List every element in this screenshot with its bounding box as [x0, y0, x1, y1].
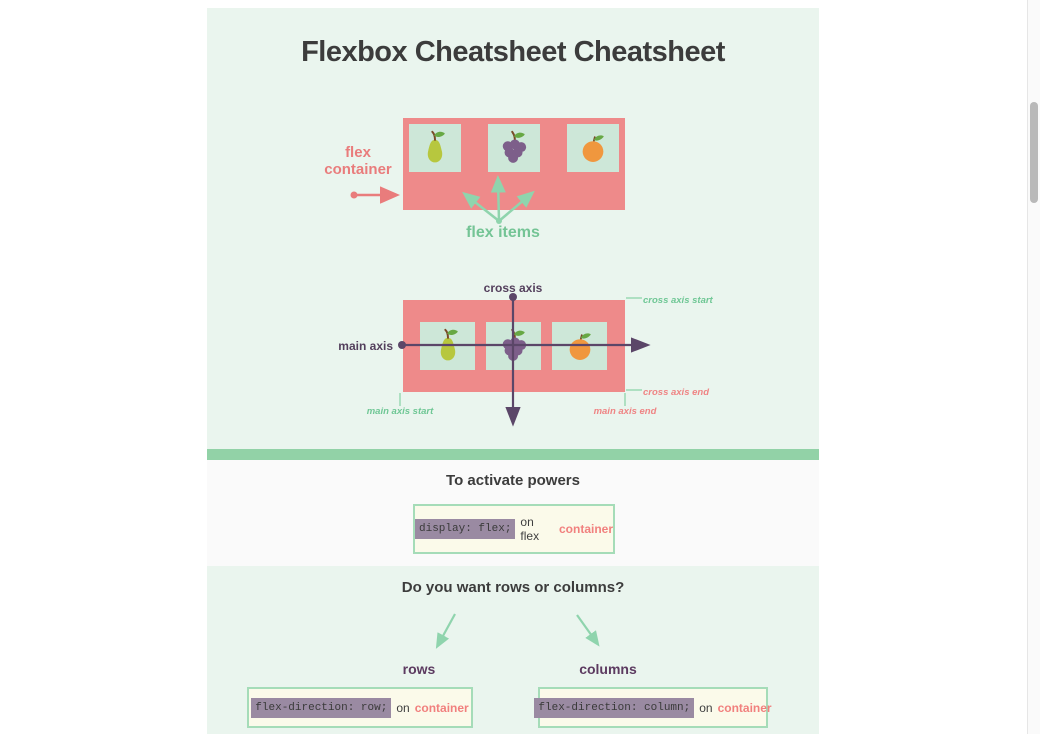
- hero-section: Flexbox Cheatsheet Cheatsheet: [207, 8, 819, 449]
- flex-direction-column-code: flex-direction: column;: [534, 697, 695, 718]
- cross-axis-start-label: cross axis start: [643, 295, 713, 306]
- orange-icon: [582, 135, 604, 162]
- pear-icon: [440, 328, 458, 361]
- page-edge-divider: [1027, 0, 1028, 734]
- columns-arrow: [576, 614, 600, 647]
- main-axis-end-label: main axis end: [593, 406, 657, 417]
- cross-axis-end-label: cross axis end: [643, 387, 710, 398]
- columns-label: columns: [579, 661, 637, 677]
- section-divider-bar: [207, 449, 819, 460]
- axes-overlay: [398, 293, 651, 427]
- direction-section: Do you want rows or columns? rows column…: [207, 566, 819, 734]
- activate-section: To activate powers display: flex; on fle…: [207, 460, 819, 566]
- on-flex-text: on flex: [520, 515, 540, 543]
- page-title: Flexbox Cheatsheet Cheatsheet: [301, 36, 725, 68]
- flex-direction-row-code: flex-direction: row;: [251, 697, 392, 718]
- on-text: on: [699, 700, 713, 715]
- grapes-icon: [502, 130, 527, 163]
- cross-axis-label: cross axis: [483, 281, 543, 295]
- flex-direction-column-code-box: flex-direction: column; on container: [534, 687, 772, 728]
- flex-item-pear: [420, 322, 475, 370]
- container-target-text: container: [717, 700, 772, 715]
- content-column: Flexbox Cheatsheet Cheatsheet: [207, 0, 819, 734]
- flex-container-diagram: [403, 118, 625, 210]
- main-axis-start-label: main axis start: [366, 406, 434, 417]
- rows-label: rows: [402, 661, 436, 677]
- flex-item-pear: [409, 124, 461, 172]
- pear-icon: [427, 130, 445, 163]
- on-text: on: [396, 700, 410, 715]
- display-flex-code: display: flex;: [415, 519, 516, 539]
- rows-arrow: [435, 613, 456, 649]
- direction-heading: Do you want rows or columns?: [401, 579, 625, 596]
- scrollbar-thumb[interactable]: [1030, 102, 1038, 203]
- flex-items-arrows: [462, 175, 535, 224]
- container-target-text: container: [558, 522, 613, 536]
- activate-heading: To activate powers: [446, 472, 580, 489]
- flex-items-label: flex items: [466, 224, 540, 241]
- display-flex-code-box: display: flex; on flex container: [413, 504, 615, 554]
- main-axis-label: main axis: [338, 339, 393, 353]
- flex-container-label: flex container: [324, 144, 392, 178]
- flex-item-orange: [567, 124, 619, 172]
- flex-container-arrow: [350, 186, 400, 204]
- flex-item-grapes: [488, 124, 540, 172]
- flex-direction-row-code-box: flex-direction: row; on container: [247, 687, 473, 728]
- container-target-text: container: [414, 700, 469, 715]
